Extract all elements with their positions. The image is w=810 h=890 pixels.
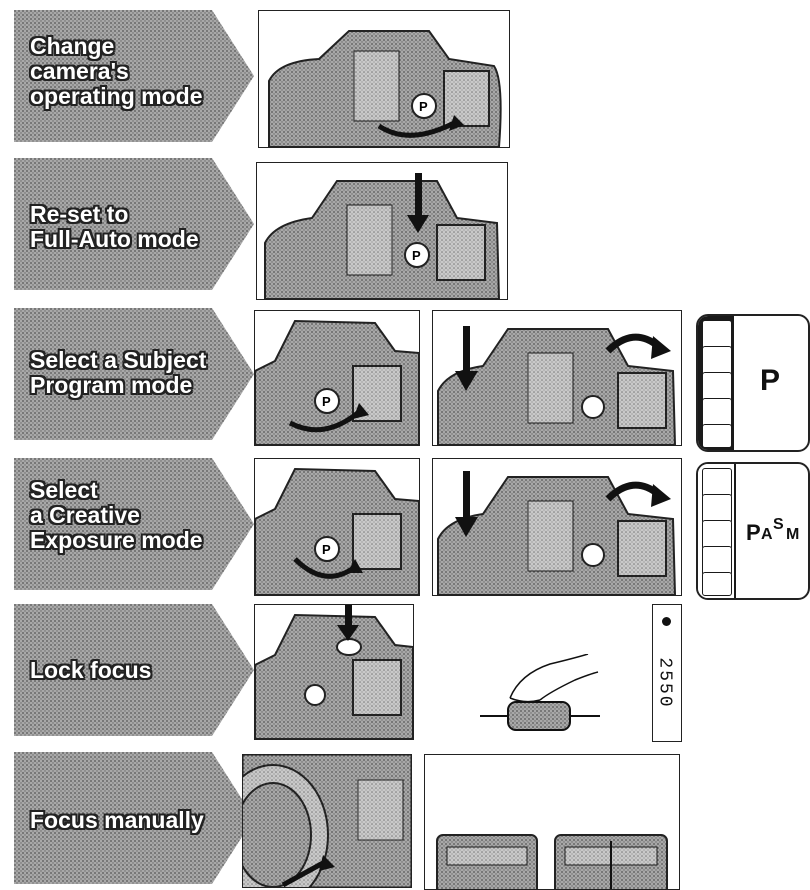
step-row-focus-manually: Focus manually bbox=[0, 748, 810, 884]
step-arrow-full-auto: Re-set to Full-Auto mode bbox=[14, 158, 254, 290]
step-row-lock-focus: Lock focus 2550 bbox=[0, 600, 810, 750]
lcd-mode-m: M bbox=[786, 526, 799, 544]
lcd-creative-exposure-display: P A S M bbox=[696, 462, 810, 600]
step-label-line: camera's bbox=[30, 59, 203, 84]
focus-indicator-dot bbox=[662, 617, 671, 626]
step-arrow-creative-exposure: Select a Creative Exposure mode bbox=[14, 458, 254, 590]
camera-button-dial-image bbox=[432, 310, 682, 446]
finger-press-illustration bbox=[480, 654, 600, 744]
step-row-subject-program: Select a Subject Program mode P bbox=[0, 300, 810, 450]
step-row-full-auto: Re-set to Full-Auto mode P bbox=[0, 150, 810, 300]
lcd-mode-s: S bbox=[773, 516, 784, 534]
step-arrow-subject-program: Select a Subject Program mode bbox=[14, 308, 254, 440]
program-icon-strip bbox=[698, 316, 734, 450]
camera-dial-image: P bbox=[254, 458, 420, 596]
camera-top-dial-image: P bbox=[258, 10, 510, 148]
lcd-mode-a: A bbox=[761, 526, 773, 544]
svg-text:P: P bbox=[322, 394, 331, 409]
exposure-mode-strip bbox=[698, 464, 736, 598]
camera-dial-image: P bbox=[254, 310, 420, 446]
step-label-line: Focus manually bbox=[30, 808, 204, 833]
step-label-line: Re-set to bbox=[30, 202, 199, 227]
focus-confirm-readout: 2550 bbox=[652, 604, 682, 742]
step-row-operating-mode: Change camera's operating mode P bbox=[0, 0, 810, 150]
step-arrow-focus-manually: Focus manually bbox=[14, 752, 254, 884]
lcd-mode-letter: P bbox=[760, 364, 780, 398]
step-label-line: Select a Subject bbox=[30, 348, 206, 373]
step-label-line: Select bbox=[30, 478, 203, 503]
camera-shutter-button-image bbox=[254, 604, 414, 740]
step-label-line: Program mode bbox=[30, 373, 206, 398]
step-arrow-lock-focus: Lock focus bbox=[14, 604, 254, 736]
step-row-creative-exposure: Select a Creative Exposure mode P bbox=[0, 452, 810, 602]
svg-text:P: P bbox=[412, 248, 421, 263]
focus-readout-digits: 2550 bbox=[655, 657, 675, 708]
step-arrow-operating-mode: Change camera's operating mode bbox=[14, 10, 254, 142]
step-label-line: Change bbox=[30, 34, 203, 59]
step-label-line: Lock focus bbox=[30, 658, 151, 683]
night-portrait-icon bbox=[702, 424, 732, 448]
svg-text:P: P bbox=[322, 542, 331, 557]
step-label-line: operating mode bbox=[30, 84, 203, 109]
step-label-line: Full-Auto mode bbox=[30, 227, 199, 252]
camera-button-dial-image bbox=[432, 458, 682, 596]
svg-text:P: P bbox=[419, 99, 428, 114]
step-label-line: Exposure mode bbox=[30, 528, 203, 553]
camera-reset-button-image: P bbox=[256, 162, 508, 300]
lens-focus-ring-image bbox=[424, 754, 680, 890]
mode-cell bbox=[702, 572, 732, 596]
step-label-line: a Creative bbox=[30, 503, 203, 528]
lcd-mode-p: P bbox=[746, 520, 761, 546]
camera-lens-focus-image bbox=[242, 754, 412, 888]
lcd-subject-program-display: P bbox=[696, 314, 810, 452]
